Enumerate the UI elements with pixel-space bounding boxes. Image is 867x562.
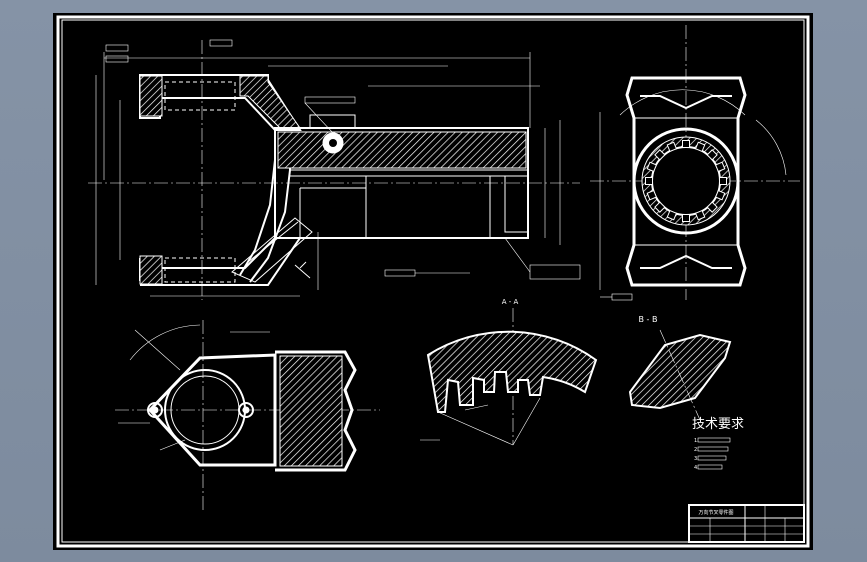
note-grease <box>304 96 356 104</box>
spline-tooth <box>719 177 727 185</box>
tech-req-item-4: 4. <box>694 465 699 471</box>
pin-hole-right <box>238 402 254 418</box>
outer-border <box>56 15 810 548</box>
lower-slot <box>640 254 732 269</box>
spline-tooth <box>714 189 726 201</box>
tech-req-line-3 <box>697 455 727 461</box>
spline-tooth <box>654 149 666 161</box>
shaft-stub-section <box>279 355 343 467</box>
spline-teeth <box>645 140 727 222</box>
grease-boss <box>309 114 356 128</box>
spline-tooth <box>666 141 678 153</box>
tech-req-item-3: 3. <box>694 456 699 462</box>
section-bb: B - B <box>628 315 732 421</box>
bb-profile <box>628 333 732 410</box>
lower-ear-section <box>139 255 163 285</box>
tech-req-line-2 <box>697 446 729 452</box>
section-aa: A - A <box>420 298 598 446</box>
shaft-end <box>504 175 529 233</box>
tech-requirements: 技术要求 1. 2. 3. 4. <box>692 417 744 471</box>
dim-leader-bore <box>159 439 186 451</box>
main-view <box>88 39 633 301</box>
tech-req-line-4 <box>697 464 723 470</box>
leader-spline <box>504 237 531 273</box>
spline-tooth <box>645 177 653 185</box>
dim-radius <box>129 324 201 361</box>
end-view <box>590 25 800 300</box>
upper-ear-section <box>139 75 163 117</box>
tech-req-title: 技术要求 <box>692 417 744 432</box>
pin-hole-left <box>147 402 163 418</box>
dim-leader-radius <box>134 329 181 371</box>
ear-outline <box>147 353 277 467</box>
aa-dim-left <box>437 411 514 446</box>
spline-tooth <box>694 141 706 153</box>
section-aa-label: A - A <box>502 298 519 306</box>
spline-tooth <box>706 201 718 213</box>
tech-req-item-2: 2. <box>694 447 699 453</box>
grease-hole-inner <box>329 139 337 147</box>
fcf-1 <box>105 44 129 52</box>
spline-outer <box>632 127 740 235</box>
tech-req-line-1 <box>697 437 731 443</box>
lower-arm-line <box>247 221 299 263</box>
upper-slot <box>640 95 732 110</box>
ear-view <box>115 320 380 510</box>
pin-hole-left-dot <box>151 406 159 414</box>
spline-tooth <box>654 201 666 213</box>
spline-tooth <box>706 149 718 161</box>
spline-tooth <box>646 161 658 173</box>
dim-angle-top <box>619 89 746 116</box>
section-mark-b <box>294 261 311 279</box>
aa-dim-tooth <box>464 404 489 411</box>
shaft-stub <box>275 350 357 472</box>
upper-bore-hidden <box>164 81 236 111</box>
aa-dim-right <box>512 397 541 446</box>
spline-tooth <box>714 161 726 173</box>
title-block-frame <box>688 504 805 543</box>
bb-center <box>659 329 701 421</box>
lower-bore-hidden <box>164 257 236 283</box>
spline-tooth <box>682 214 690 222</box>
spline-tooth <box>646 189 658 201</box>
section-bb-label: B - B <box>639 315 658 324</box>
spline-tooth <box>694 209 706 221</box>
leader-grease <box>304 102 334 134</box>
inner-border <box>61 19 805 543</box>
spline-tooth <box>666 209 678 221</box>
spline-tooth <box>682 140 690 148</box>
fcf-2 <box>105 55 129 63</box>
tech-req-item-1: 1. <box>694 438 699 444</box>
fcf-3 <box>209 39 233 47</box>
spline-section-upper <box>277 131 527 169</box>
aa-profile <box>426 330 598 413</box>
pin-hole-right-dot <box>242 406 250 414</box>
tb-part-name: 万向节叉零件图 <box>698 509 733 516</box>
dim-arc-right <box>755 119 787 176</box>
title-block: 万向节叉零件图 <box>688 504 805 543</box>
